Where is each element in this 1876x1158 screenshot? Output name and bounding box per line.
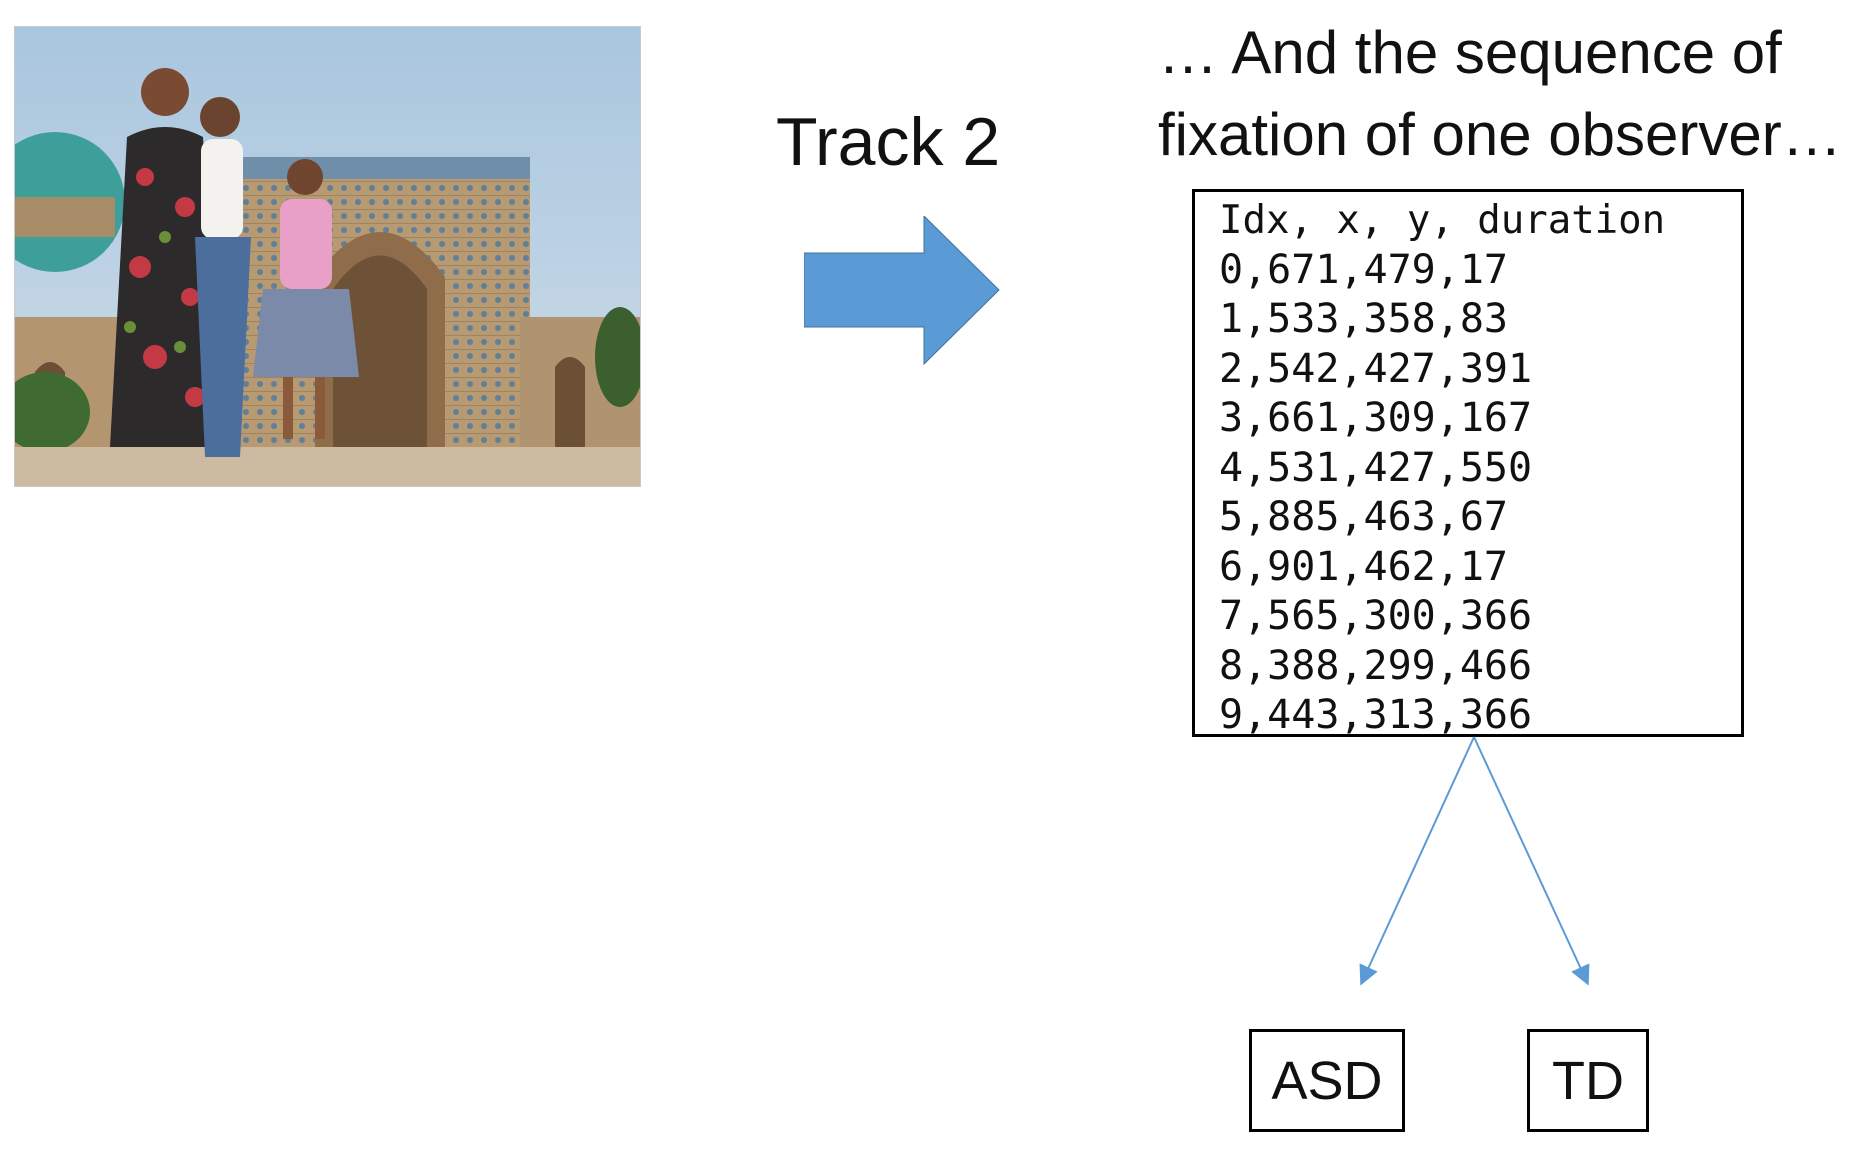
fixation-table: Idx, x, y, duration 0,671,479,17 1,533,3…: [1192, 189, 1744, 738]
arrow-shape: [804, 216, 1000, 366]
fixation-row: 2,542,427,391: [1219, 345, 1533, 392]
caption-line-2: fixation of one observer…: [1158, 101, 1842, 168]
track-label: Track 2: [776, 104, 1001, 180]
fixation-row: 6,901,462,17: [1219, 543, 1508, 590]
caption-line-1: … And the sequence of: [1158, 19, 1782, 86]
connector-to-td: [1473, 736, 1590, 986]
connector-to-asd: [1359, 736, 1475, 986]
fixation-row: 9,443,313,366: [1219, 692, 1533, 738]
scene-photo-illustration: [15, 27, 640, 486]
asd-label: ASD: [1271, 1050, 1383, 1111]
asd-box: ASD: [1249, 1029, 1405, 1132]
fixation-row: 1,533,358,83: [1219, 296, 1508, 342]
td-label: TD: [1552, 1050, 1624, 1111]
td-box: TD: [1527, 1029, 1649, 1132]
fixation-row: 5,885,463,67: [1219, 494, 1508, 540]
fixation-row: 3,661,309,167: [1219, 395, 1533, 441]
fixation-row: 8,388,299,466: [1219, 642, 1533, 689]
right-arrow-icon: [804, 216, 1000, 366]
caption: … And the sequence of fixation of one ob…: [1158, 12, 1876, 176]
fixation-table-header: Idx, x, y, duration: [1219, 198, 1666, 243]
scene-photo: [14, 26, 641, 487]
fixation-row: 4,531,427,550: [1219, 444, 1533, 491]
fixation-row: 0,671,479,17: [1219, 246, 1508, 293]
fixation-row: 7,565,300,366: [1219, 593, 1533, 639]
